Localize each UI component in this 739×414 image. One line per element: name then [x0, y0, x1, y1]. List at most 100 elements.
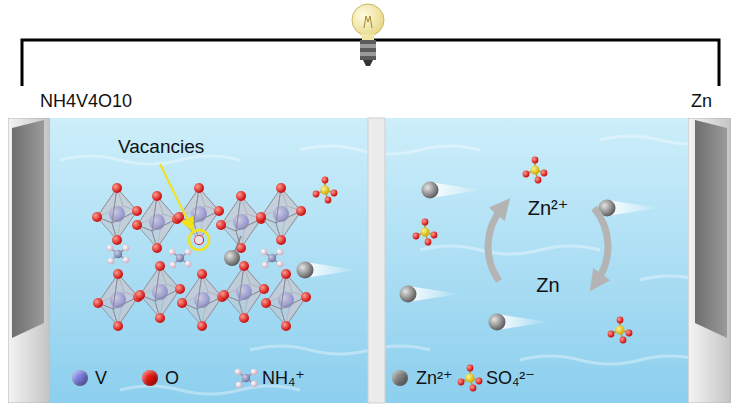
oxygen-atom [155, 261, 165, 271]
ammonium-ion [261, 249, 284, 269]
hydrogen-atom [251, 381, 258, 388]
oxygen-atom [532, 157, 539, 164]
legend-ammonium-icon [235, 369, 258, 389]
oxygen-atom [541, 170, 548, 177]
hydrogen-atom [185, 249, 192, 256]
oxygen-atom [535, 177, 542, 184]
hydrogen-atom [262, 262, 269, 269]
sulfur-atom [421, 228, 430, 237]
sulfate-ion [313, 177, 338, 204]
oxygen-atom [112, 183, 122, 193]
hydrogen-atom [123, 257, 130, 264]
oxygen-atom [219, 290, 229, 300]
oxygen-atom [467, 365, 474, 372]
hydrogen-atom [123, 245, 130, 252]
oxygen-atom [112, 235, 122, 245]
ammonium-ion [107, 245, 130, 265]
zinc-ion-moving [297, 262, 358, 279]
oxygen-atom [135, 290, 145, 300]
bulb-base [360, 40, 376, 44]
vo6-octahedron [219, 261, 269, 323]
oxygen-atom [197, 269, 207, 279]
oxygen-atom [276, 183, 286, 193]
bulb-neck [362, 34, 374, 40]
electrode: NH4V4O10 [8, 86, 136, 403]
vo6-octahedron [216, 191, 266, 253]
oxygen-atom [476, 378, 483, 385]
legend-swatch [142, 370, 158, 386]
cycle-arrow [594, 208, 608, 281]
zinc-ion [224, 250, 240, 266]
legend-text: O [165, 366, 179, 390]
hydrogen-atom [251, 369, 258, 376]
oxygen-atom [431, 232, 438, 239]
hydrogen-atom [107, 245, 114, 252]
zinc-ion-moving [489, 314, 550, 331]
water-ripple [520, 356, 700, 364]
water-ripple [300, 146, 480, 154]
zinc-ion-moving [400, 286, 461, 303]
oxygen-atom [325, 197, 332, 204]
water-ripple [250, 346, 430, 354]
bulb-filament [364, 16, 372, 28]
legend-swatch [72, 370, 88, 386]
oxygen-atom [93, 298, 103, 308]
oxygen-atom [216, 220, 226, 230]
legend-text: Zn²⁺ [416, 366, 453, 390]
annotation-label: Vacancies [118, 136, 204, 158]
sulfur-atom [466, 374, 475, 383]
zinc-ion-moving [422, 182, 483, 199]
bulb-glass [352, 4, 384, 36]
oxygen-atom [458, 379, 465, 386]
oxygen-atom [523, 171, 530, 178]
oxygen-atom [256, 212, 266, 222]
legend-text: SO₄²⁻ [486, 366, 535, 390]
cycle-arrow [488, 208, 502, 281]
oxygen-atom [177, 298, 187, 308]
separator [368, 118, 385, 403]
oxygen-atom [296, 206, 306, 216]
oxygen-atom [155, 313, 165, 323]
oxygen-atom [281, 321, 291, 331]
vo6-octahedron [93, 269, 143, 331]
zinc-ion [422, 182, 439, 199]
oxygen-atom [239, 261, 249, 271]
vacancy-site [195, 236, 203, 244]
oxygen-atom [113, 321, 123, 331]
sulfate-ion [413, 219, 438, 246]
oxygen-atom [236, 191, 246, 201]
vo6-octahedron [177, 269, 227, 331]
oxygen-atom [92, 212, 102, 222]
hydrogen-atom [236, 382, 243, 389]
oxygen-atom [194, 235, 204, 245]
hydrogen-atom [108, 258, 115, 265]
oxygen-atom [132, 220, 142, 230]
oxygen-atom [113, 269, 123, 279]
oxygen-atom [470, 385, 477, 392]
electrolyte [10, 118, 729, 403]
vo6-octahedron [174, 183, 224, 245]
bulb-base [360, 56, 376, 60]
oxygen-atom [152, 243, 162, 253]
nitrogen-atom [176, 254, 184, 262]
oxygen-atom [214, 206, 224, 216]
water-ripple [420, 246, 600, 254]
leader-arrow [160, 164, 192, 229]
sulfur-atom [321, 186, 330, 195]
hydrogen-atom [261, 249, 268, 256]
zinc-ion [489, 314, 506, 331]
oxygen-atom [197, 321, 207, 331]
vo6-octahedron [92, 183, 142, 245]
bulb-base [360, 44, 376, 48]
hydrogen-atom [170, 262, 177, 269]
vo6-octahedron [132, 191, 182, 253]
nitrogen-atom [268, 254, 276, 262]
oxygen-atom [194, 183, 204, 193]
circuit-wire [22, 40, 719, 86]
water-ripple [60, 156, 240, 164]
nitrogen-atom [114, 250, 122, 258]
oxygen-atom [301, 292, 311, 302]
vacancy-marker [189, 230, 209, 250]
hydrogen-atom [235, 369, 242, 376]
bulb-tip [363, 60, 373, 66]
